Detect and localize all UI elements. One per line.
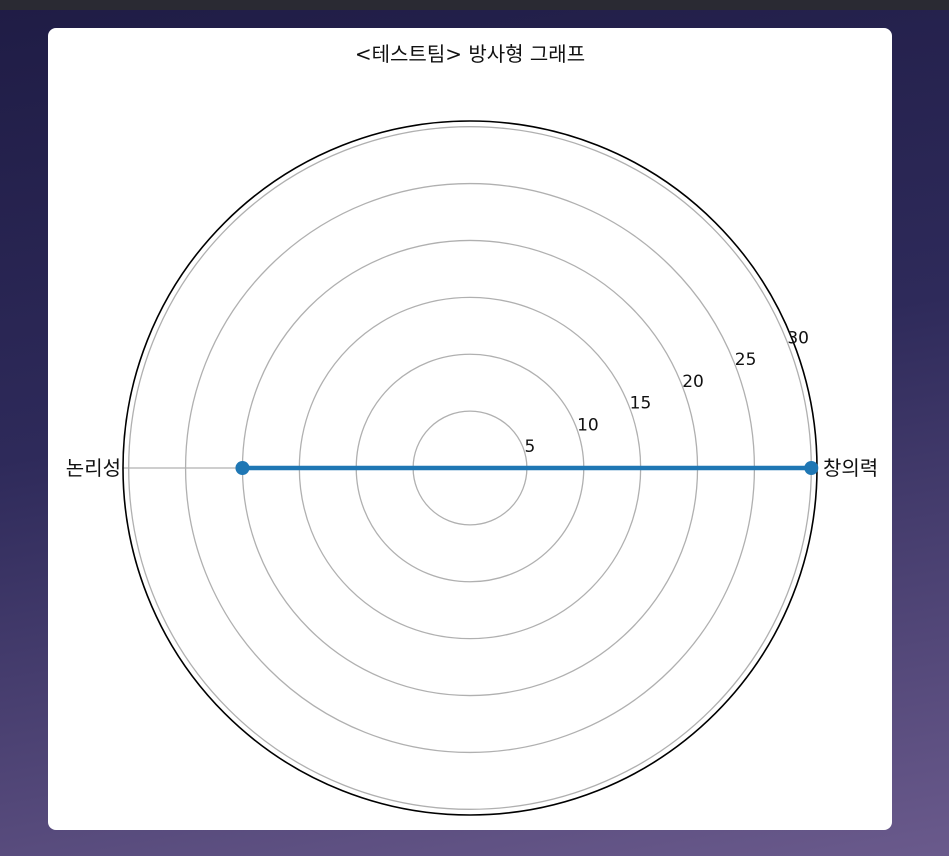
radar-chart: 5 10 15 20 25 30 창의력 논리성 (66, 120, 878, 816)
window-top-bar (0, 0, 949, 10)
radial-tick-label-25: 25 (735, 350, 757, 370)
chart-title: <테스트팀> 방사형 그래프 (354, 42, 586, 66)
radial-tick-label-5: 5 (525, 437, 536, 457)
radial-tick-label-30: 30 (787, 328, 809, 348)
category-label-2: 논리성 (66, 456, 121, 480)
radial-tick-label-10: 10 (577, 415, 599, 435)
data-point-2 (235, 461, 250, 475)
data-point-1 (804, 461, 819, 475)
radial-tick-label-20: 20 (682, 372, 704, 392)
radial-tick-label-15: 15 (630, 394, 652, 414)
category-label-1: 창의력 (823, 456, 878, 480)
chart-card: <테스트팀> 방사형 그래프 5 10 15 20 25 30 창의력 논리성 (48, 28, 892, 830)
